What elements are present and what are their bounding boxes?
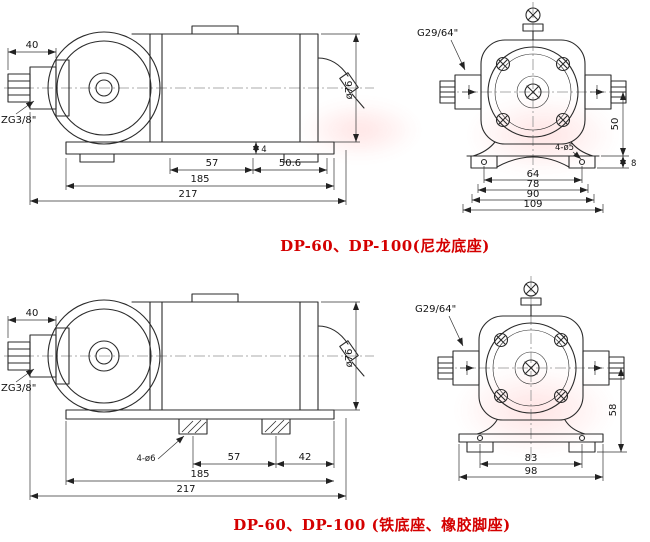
front-view-iron-drawing: G29/64" 58 83 98 — [415, 276, 627, 481]
front-view-nylon-drawing: G29/64" 50 8 4-ø5 64 78 90 109 — [417, 2, 636, 213]
pump-side-outline — [7, 25, 365, 163]
dim-42-label: 42 — [299, 452, 312, 463]
port-thread-label: G29/64" — [417, 28, 458, 39]
dim-57-label: 57 — [206, 158, 219, 169]
dimension-lines — [7, 301, 360, 500]
dimension-labels: G29/64" 50 8 4-ø5 64 78 90 109 — [417, 28, 636, 210]
dim-40-label: 40 — [26, 40, 39, 51]
dim-58-label: 58 — [608, 404, 619, 417]
holes-4-5-label: 4-ø5 — [555, 143, 574, 153]
holes-4-6-label: 4-ø6 — [136, 454, 155, 464]
dim-83-label: 83 — [525, 453, 538, 464]
dimension-labels: 40 ZG3/8" ø76 4-ø6 57 42 185 217 — [1, 308, 355, 495]
dimension-labels: G29/64" 58 83 98 — [415, 304, 619, 477]
dim-64-label: 64 — [527, 169, 540, 180]
dim-4-label: 4 — [261, 145, 266, 155]
flow-arrows — [460, 361, 602, 375]
dia-76-label: ø76 — [344, 81, 355, 100]
dim-57-label: 57 — [228, 452, 241, 463]
dim-90-label: 90 — [527, 189, 540, 200]
side-view-iron-drawing: 40 ZG3/8" ø76 4-ø6 57 42 185 217 — [1, 293, 374, 500]
dimension-lines — [7, 33, 360, 205]
flow-arrows — [462, 85, 604, 99]
dim-40-label: 40 — [26, 308, 39, 319]
pump-front-outline — [437, 281, 625, 453]
dim-78-label: 78 — [527, 179, 540, 190]
port-thread-label: G29/64" — [415, 304, 456, 315]
dimension-lines — [450, 39, 629, 213]
dim-8-label: 8 — [631, 159, 636, 169]
dimension-lines — [448, 315, 627, 481]
centerlines — [443, 2, 623, 174]
dia-76-label: ø76 — [344, 349, 355, 368]
dim-185-label: 185 — [190, 469, 209, 480]
pump-side-outline — [7, 293, 365, 435]
centerlines — [441, 276, 623, 458]
dim-50-label: 50 — [610, 118, 621, 131]
caption-nylon-base: DP-60、DP-100(尼龙底座) — [280, 237, 490, 255]
dim-217-label: 217 — [178, 189, 197, 200]
dim-98-label: 98 — [525, 466, 538, 477]
dim-217-label: 217 — [176, 484, 195, 495]
dim-50-6-label: 50.6 — [279, 158, 301, 169]
inlet-thread-label: ZG3/8" — [1, 383, 36, 394]
dim-185-label: 185 — [190, 174, 209, 185]
side-view-nylon-drawing: 40 ZG3/8" ø76 4 57 50.6 185 217 — [1, 25, 374, 205]
dim-109-label: 109 — [523, 199, 542, 210]
inlet-thread-label: ZG3/8" — [1, 115, 36, 126]
caption-iron-base: DP-60、DP-100 (铁底座、橡胶脚座) — [233, 516, 511, 534]
dimension-labels: 40 ZG3/8" ø76 4 57 50.6 185 217 — [1, 40, 355, 200]
rubber-foot-hatch — [181, 419, 290, 434]
